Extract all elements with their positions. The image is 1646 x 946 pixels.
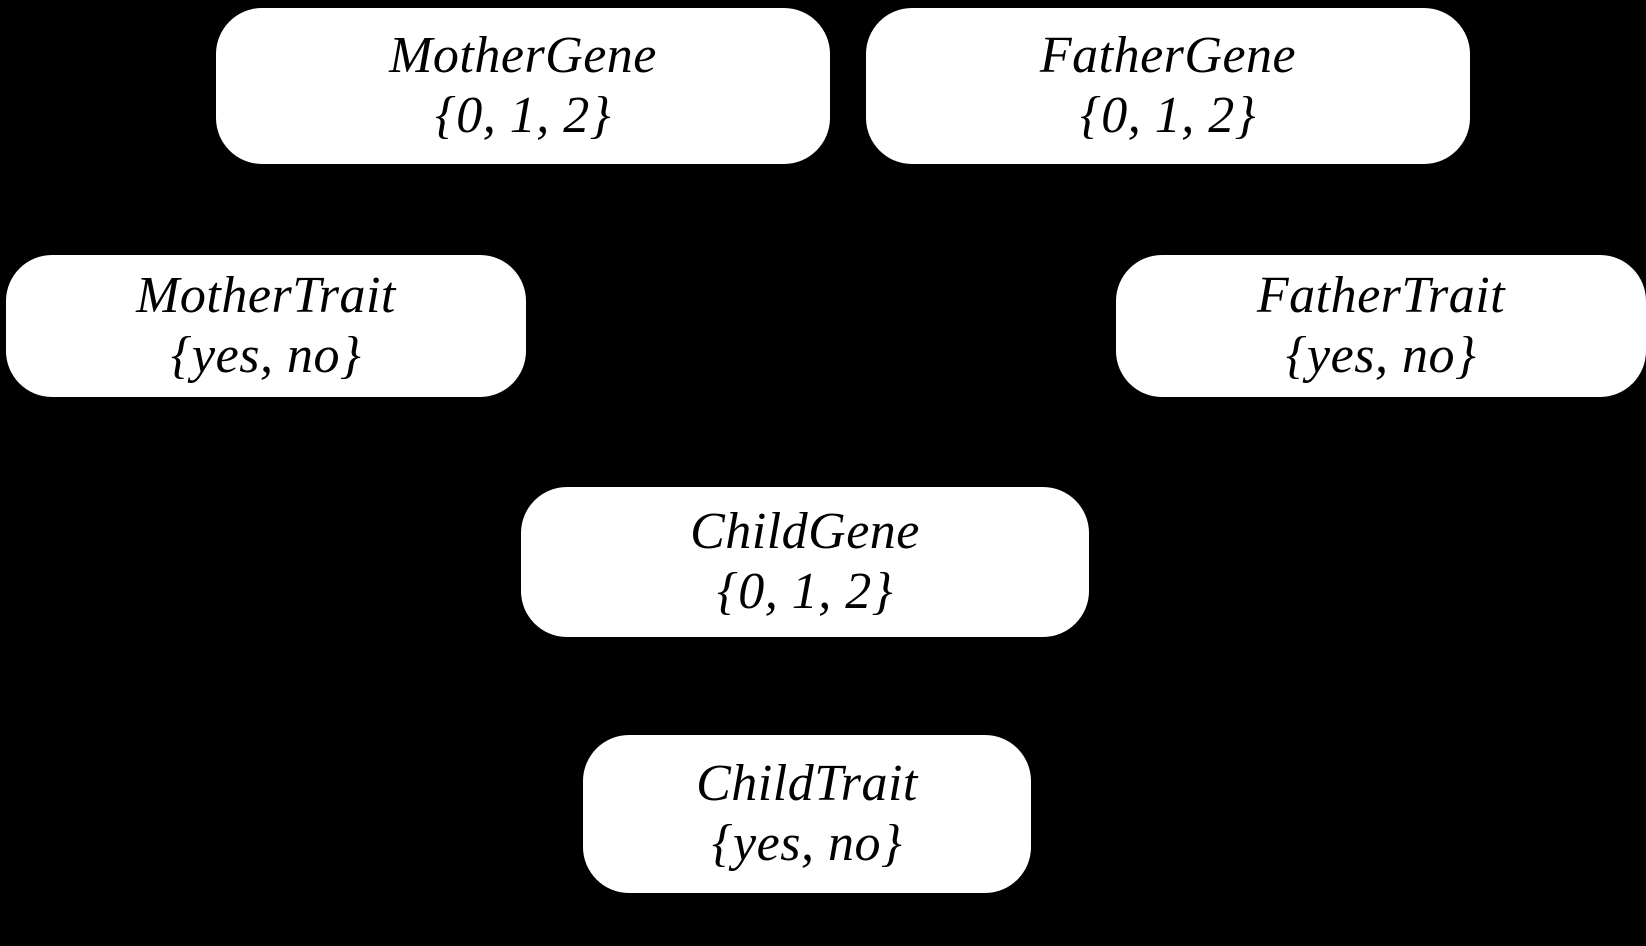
- node-child-gene-label: ChildGene: [690, 502, 920, 560]
- node-father-trait-domain: {yes, no}: [1285, 327, 1477, 384]
- node-father-gene-domain: {0, 1, 2}: [1079, 87, 1257, 144]
- node-mother-gene[interactable]: MotherGene {0, 1, 2}: [216, 8, 830, 164]
- node-child-gene-domain: {0, 1, 2}: [716, 563, 894, 620]
- node-child-gene[interactable]: ChildGene {0, 1, 2}: [521, 487, 1089, 637]
- node-mother-trait[interactable]: MotherTrait {yes, no}: [6, 255, 526, 397]
- node-mother-trait-domain: {yes, no}: [170, 327, 362, 384]
- node-mother-gene-label: MotherGene: [389, 26, 657, 84]
- node-father-gene[interactable]: FatherGene {0, 1, 2}: [866, 8, 1470, 164]
- node-child-trait[interactable]: ChildTrait {yes, no}: [583, 735, 1031, 893]
- node-child-trait-label: ChildTrait: [696, 754, 918, 812]
- node-father-trait[interactable]: FatherTrait {yes, no}: [1116, 255, 1646, 397]
- node-father-trait-label: FatherTrait: [1256, 266, 1506, 324]
- node-mother-gene-domain: {0, 1, 2}: [434, 87, 612, 144]
- node-father-gene-label: FatherGene: [1039, 26, 1297, 84]
- node-child-trait-domain: {yes, no}: [711, 815, 903, 872]
- node-mother-trait-label: MotherTrait: [136, 266, 396, 324]
